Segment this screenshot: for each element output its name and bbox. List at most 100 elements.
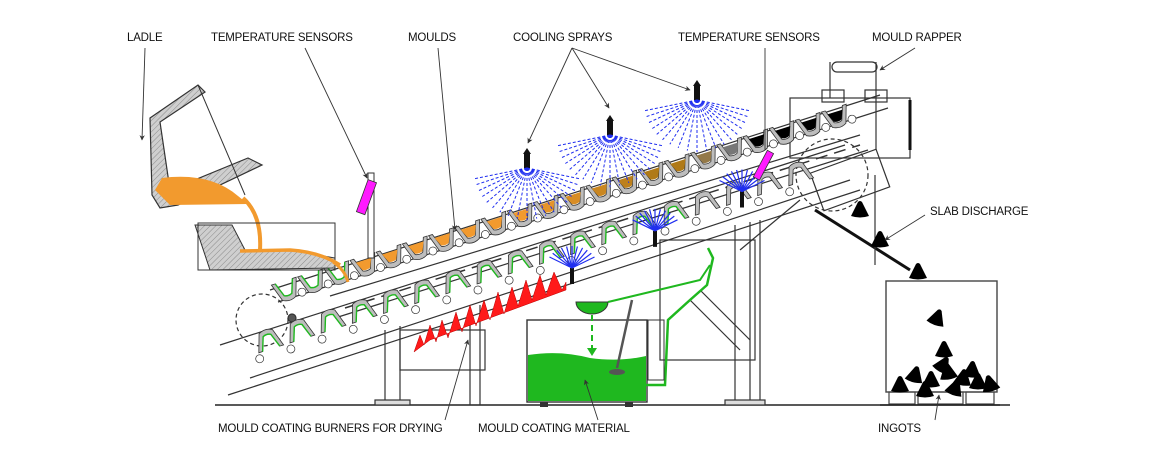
mould-metal	[617, 175, 634, 188]
mould-roller	[533, 213, 543, 223]
label-temperature-sensors-right: TEMPERATURE SENSORS	[678, 32, 820, 44]
mould-metal	[670, 158, 686, 172]
temperature-sensor-right	[752, 149, 775, 181]
mould-roller	[286, 344, 296, 354]
mould-metal	[355, 257, 372, 271]
mould	[768, 120, 804, 145]
tundish	[194, 222, 350, 283]
mould-coating	[480, 264, 499, 283]
ingot	[909, 263, 927, 280]
mould-roller	[785, 187, 795, 197]
mould-roller	[380, 315, 389, 324]
mould-return	[473, 260, 503, 295]
mould	[611, 169, 647, 195]
mould	[270, 276, 307, 302]
mould	[427, 227, 464, 252]
mould-return	[504, 250, 534, 285]
mould-coating	[417, 284, 437, 303]
mould-coating	[327, 261, 346, 281]
mould	[375, 243, 412, 269]
ingot	[891, 376, 909, 393]
mould-return	[723, 181, 752, 216]
mould-roller	[742, 147, 752, 157]
mould-roller	[535, 266, 545, 275]
mould	[401, 235, 438, 261]
mould	[715, 136, 752, 162]
mould-metal	[827, 109, 843, 122]
cooling-spray-nozzle	[643, 80, 765, 208]
label-mould-coating-material: MOULD COATING MATERIAL	[478, 423, 630, 435]
mould-roller	[638, 180, 647, 190]
mould	[480, 210, 516, 236]
coating-tank	[526, 247, 715, 407]
mould	[323, 260, 359, 285]
mould-metal	[382, 249, 398, 262]
mould-roller	[402, 254, 412, 264]
agitator	[615, 299, 634, 369]
ingot	[926, 309, 944, 327]
mould-coating	[293, 323, 312, 342]
mould-return	[598, 220, 628, 256]
ladle	[149, 84, 264, 251]
label-ladle: LADLE	[127, 32, 163, 44]
mould-roller	[847, 114, 857, 124]
mould-roller	[723, 207, 732, 216]
mould-metal	[434, 233, 450, 246]
mould-coating	[636, 215, 655, 234]
mould	[820, 103, 857, 129]
mould-roller	[504, 275, 514, 285]
mould-return	[348, 299, 378, 334]
mould-metal	[722, 142, 738, 155]
mould-roller	[691, 216, 701, 226]
temperature-sensor-left	[355, 172, 378, 259]
moulds-lower-strand	[255, 161, 815, 364]
mould-coating	[604, 225, 624, 244]
label-cooling-sprays: COOLING SPRAYS	[513, 32, 613, 44]
burner-flames	[413, 271, 567, 353]
label-mould-coating-burners: MOULD COATING BURNERS FOR DRYING	[218, 423, 443, 435]
mould	[558, 186, 595, 211]
mould-roller	[754, 197, 763, 206]
mould-roller	[323, 279, 333, 289]
mould-coating	[274, 278, 294, 297]
ingot	[982, 375, 1001, 393]
mould-roller	[442, 295, 452, 305]
mould-metal	[696, 150, 712, 164]
mould-coating	[261, 333, 281, 352]
mould-metal	[408, 241, 424, 254]
ingot	[969, 373, 987, 390]
mould-metal	[644, 167, 660, 180]
mould-roller	[821, 123, 831, 132]
mould-return	[411, 279, 441, 315]
mould-return	[442, 269, 472, 305]
mould-metal	[460, 224, 476, 238]
moulds-upper-strand	[270, 103, 857, 302]
mould-return	[255, 328, 285, 364]
mould-roller	[598, 246, 607, 256]
ingot	[916, 381, 934, 398]
mould-roller	[473, 285, 483, 295]
mould-coating	[449, 274, 468, 293]
label-temperature-sensors-left: TEMPERATURE SENSORS	[211, 32, 353, 44]
mould-return	[380, 289, 409, 324]
pour-stream	[241, 196, 263, 251]
mould-coating	[542, 245, 561, 264]
leader-lines	[139, 47, 941, 421]
mould-coating	[667, 205, 686, 224]
mould-coating	[324, 313, 343, 332]
mould-return	[317, 309, 347, 344]
mould	[585, 177, 621, 203]
mould	[637, 161, 674, 186]
mould-roller	[611, 188, 621, 198]
mould-roller	[585, 197, 595, 206]
mould-return	[691, 191, 721, 226]
cooling-spray-nozzle	[473, 148, 595, 284]
mould-roller	[350, 271, 359, 281]
mould-metal	[591, 183, 607, 197]
mould-coating	[300, 270, 320, 289]
mould-roller	[297, 287, 307, 297]
mould-roller	[376, 263, 385, 272]
mould-return	[535, 240, 565, 275]
mould-roller	[795, 131, 804, 141]
mould-return	[286, 318, 316, 354]
